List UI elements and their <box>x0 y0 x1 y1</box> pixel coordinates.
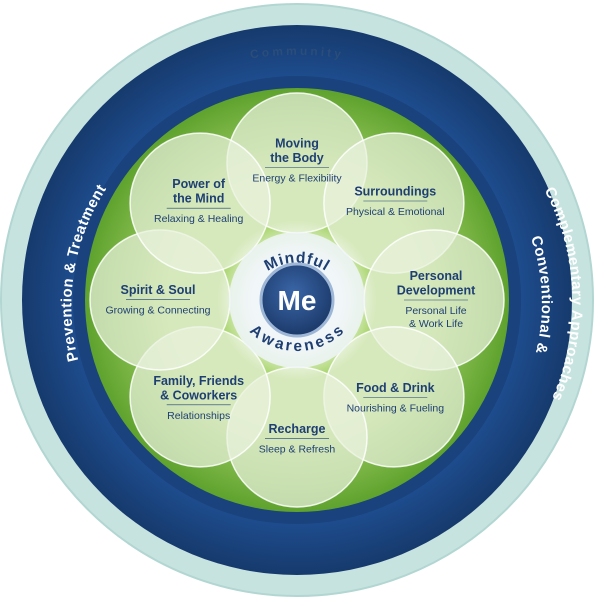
petal-title-power-of-the-mind: the Mind <box>173 192 224 206</box>
petal-title-family-friends-coworkers: & Coworkers <box>160 388 237 402</box>
petal-title-family-friends-coworkers: Family, Friends <box>153 374 244 388</box>
community-label: Community <box>249 44 345 62</box>
petal-subtitle-spirit-and-soul: Growing & Connecting <box>105 304 210 316</box>
petal-title-spirit-and-soul: Spirit & Soul <box>121 283 196 297</box>
petal-subtitle-personal-development: & Work Life <box>409 318 463 330</box>
petal-subtitle-family-friends-coworkers: Relationships <box>167 410 230 422</box>
petal-subtitle-surroundings: Physical & Emotional <box>346 206 445 218</box>
petal-subtitle-food-and-drink: Nourishing & Fueling <box>347 403 445 415</box>
petal-title-personal-development: Development <box>397 284 476 298</box>
me-core <box>259 262 335 338</box>
petal-subtitle-recharge: Sleep & Refresh <box>259 443 336 455</box>
petal-subtitle-moving-the-body: Energy & Flexibility <box>252 173 342 185</box>
me-label: Me <box>278 285 317 316</box>
petal-subtitle-personal-development: Personal Life <box>405 305 466 317</box>
petal-subtitle-power-of-the-mind: Relaxing & Healing <box>154 213 243 225</box>
petal-title-power-of-the-mind: Power of <box>172 177 226 191</box>
petal-title-personal-development: Personal <box>410 269 463 283</box>
petal-title-moving-the-body: Moving <box>275 137 319 151</box>
petal-title-surroundings: Surroundings <box>354 185 436 199</box>
petal-power-of-the-mind <box>129 132 271 274</box>
petal-title-moving-the-body: the Body <box>270 151 324 165</box>
petal-title-recharge: Recharge <box>269 422 326 436</box>
petal-title-food-and-drink: Food & Drink <box>356 381 435 395</box>
